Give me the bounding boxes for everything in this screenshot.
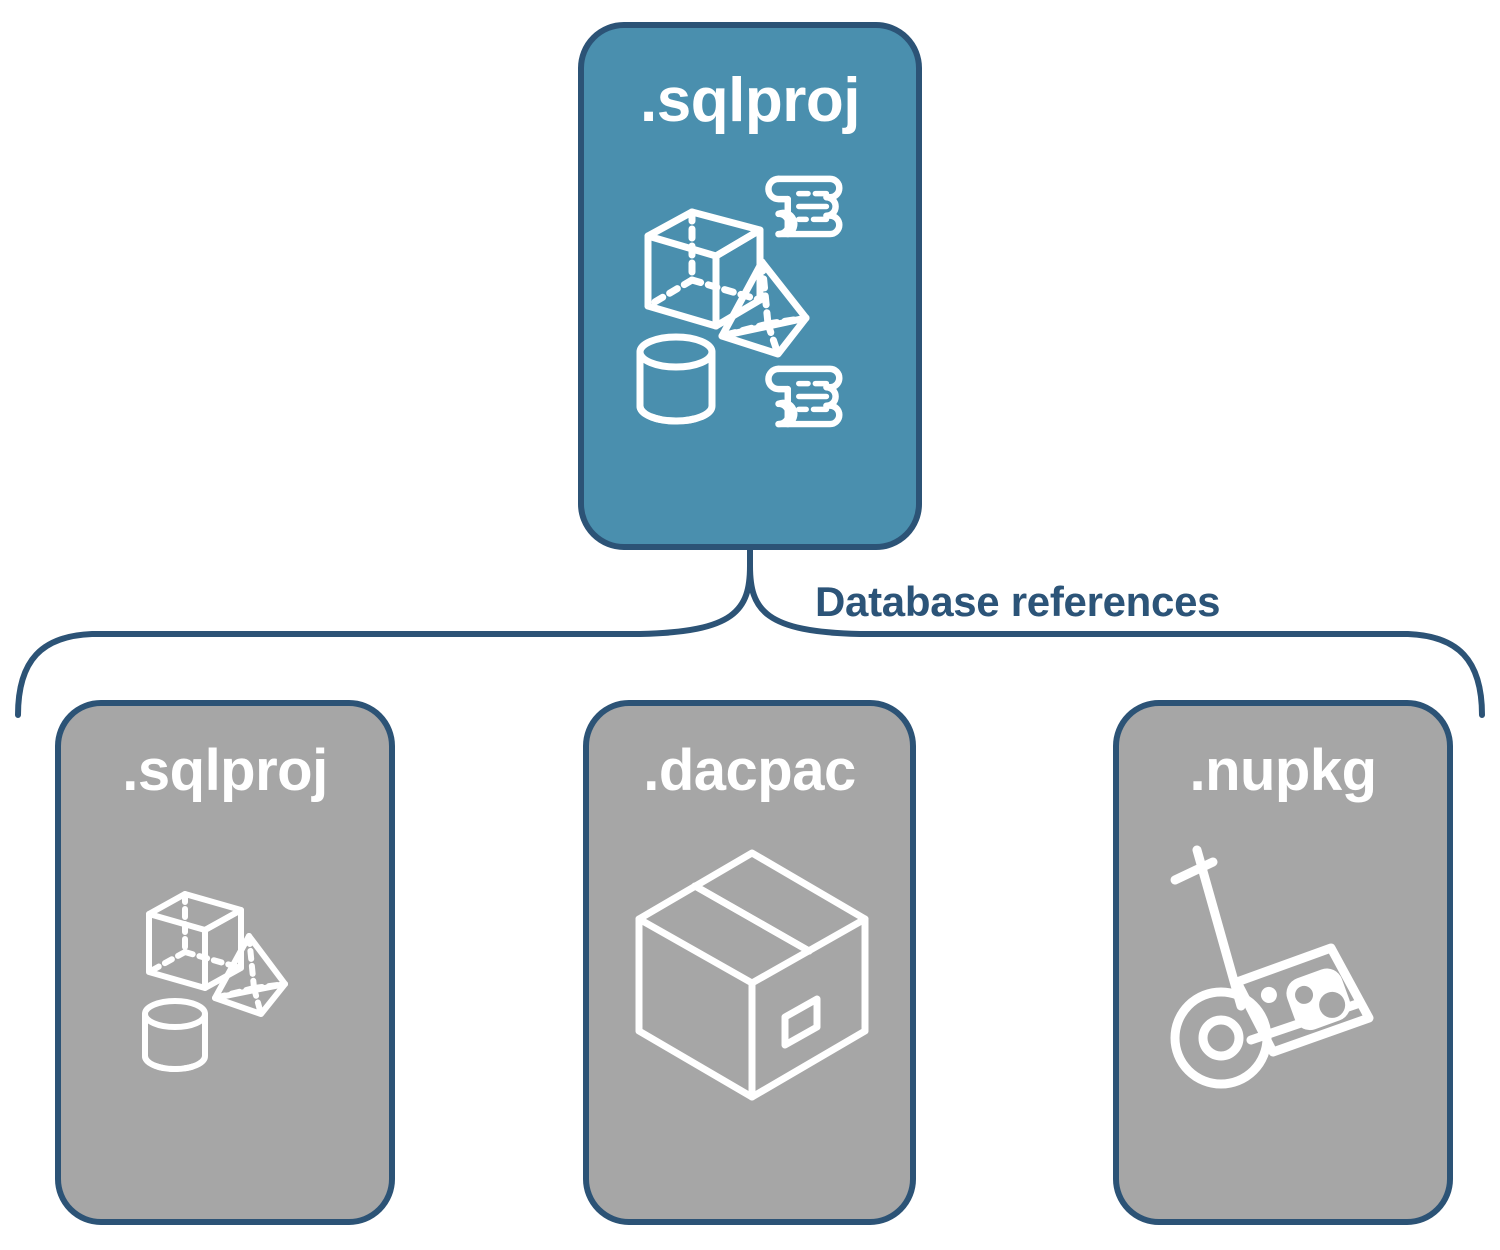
node-card-root-sqlproj[interactable]: .sqlproj xyxy=(578,22,922,550)
node-label-ref-nupkg: .nupkg xyxy=(1189,738,1377,803)
node-label-root-sqlproj: .sqlproj xyxy=(640,66,860,135)
database-shapes-icon xyxy=(142,891,288,1072)
database-shapes-scripts-icon xyxy=(636,175,843,428)
hand-truck-package-icon xyxy=(1170,845,1374,1089)
node-card-ref-nupkg[interactable]: .nupkg xyxy=(1113,700,1453,1225)
node-card-ref-sqlproj[interactable]: .sqlproj xyxy=(55,700,395,1225)
node-card-ref-dacpac[interactable]: .dacpac xyxy=(583,700,916,1225)
connector-label-database-references: Database references xyxy=(815,578,1221,625)
node-label-ref-dacpac: .dacpac xyxy=(643,738,856,803)
node-label-ref-sqlproj: .sqlproj xyxy=(122,738,328,803)
shipping-box-icon xyxy=(635,849,869,1101)
